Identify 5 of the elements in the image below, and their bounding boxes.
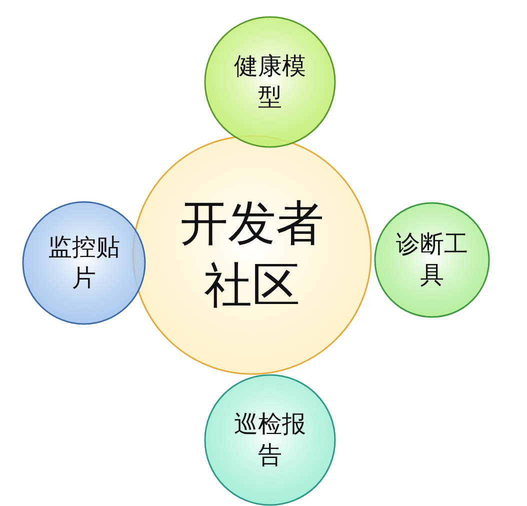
node-label: 健康模型: [233, 50, 307, 113]
node-label: 诊断工具: [395, 228, 469, 291]
node-label: 监控贴片: [47, 232, 121, 294]
node-label: 巡检报告: [233, 408, 307, 471]
node-label: 开发者社区: [179, 194, 325, 316]
